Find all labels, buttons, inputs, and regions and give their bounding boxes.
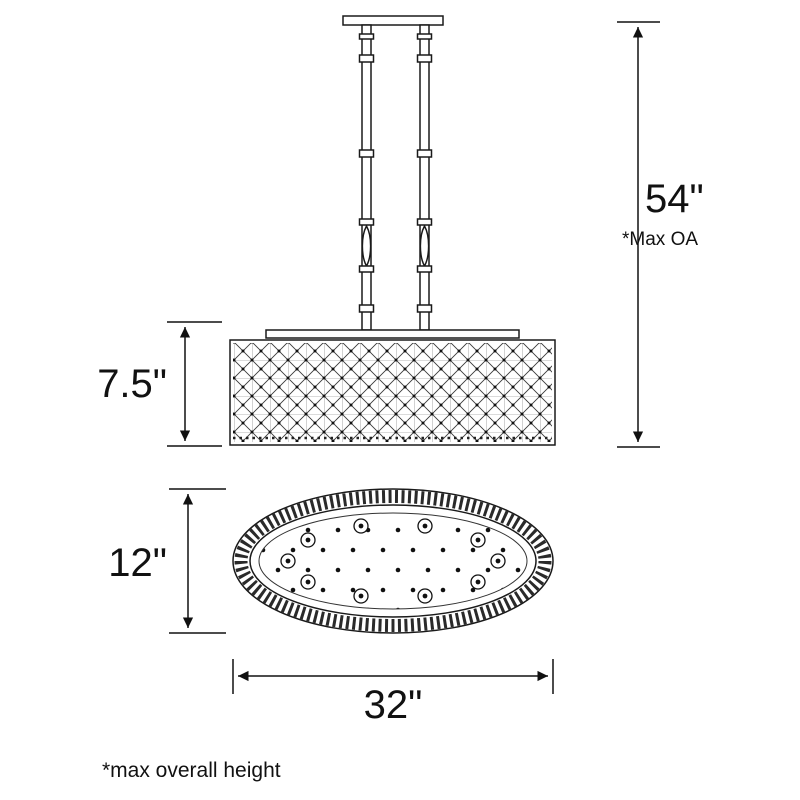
bottom-view bbox=[232, 488, 554, 634]
overall-height-label: 54" bbox=[645, 177, 704, 221]
oval-width-label: 32" bbox=[364, 683, 423, 727]
dimension-shade-height: 7.5" bbox=[97, 321, 222, 447]
crystal-lattice bbox=[233, 343, 552, 442]
dimension-overall-height: 54" *Max OA bbox=[617, 21, 704, 448]
shade-height-label: 7.5" bbox=[97, 362, 167, 406]
suspension-rod-left bbox=[358, 24, 375, 331]
ceiling-canopy bbox=[342, 15, 444, 26]
drum-shade bbox=[229, 339, 556, 446]
dimension-oval-depth: 12" bbox=[108, 488, 226, 634]
beaded-panel bbox=[258, 512, 528, 610]
overall-height-note: *Max OA bbox=[622, 229, 698, 250]
dimension-oval-width: 32" bbox=[232, 659, 554, 727]
oval-depth-label: 12" bbox=[108, 541, 167, 585]
rod-crystal-baluster bbox=[361, 224, 372, 268]
crystal-trim-ring bbox=[234, 490, 552, 632]
shade-top-plate bbox=[265, 329, 520, 339]
bulb-positions bbox=[280, 518, 506, 604]
side-view bbox=[229, 15, 556, 446]
suspension-rod-right bbox=[416, 24, 433, 331]
footnote-text: *max overall height bbox=[102, 759, 281, 782]
rod-crystal-baluster bbox=[419, 224, 430, 268]
